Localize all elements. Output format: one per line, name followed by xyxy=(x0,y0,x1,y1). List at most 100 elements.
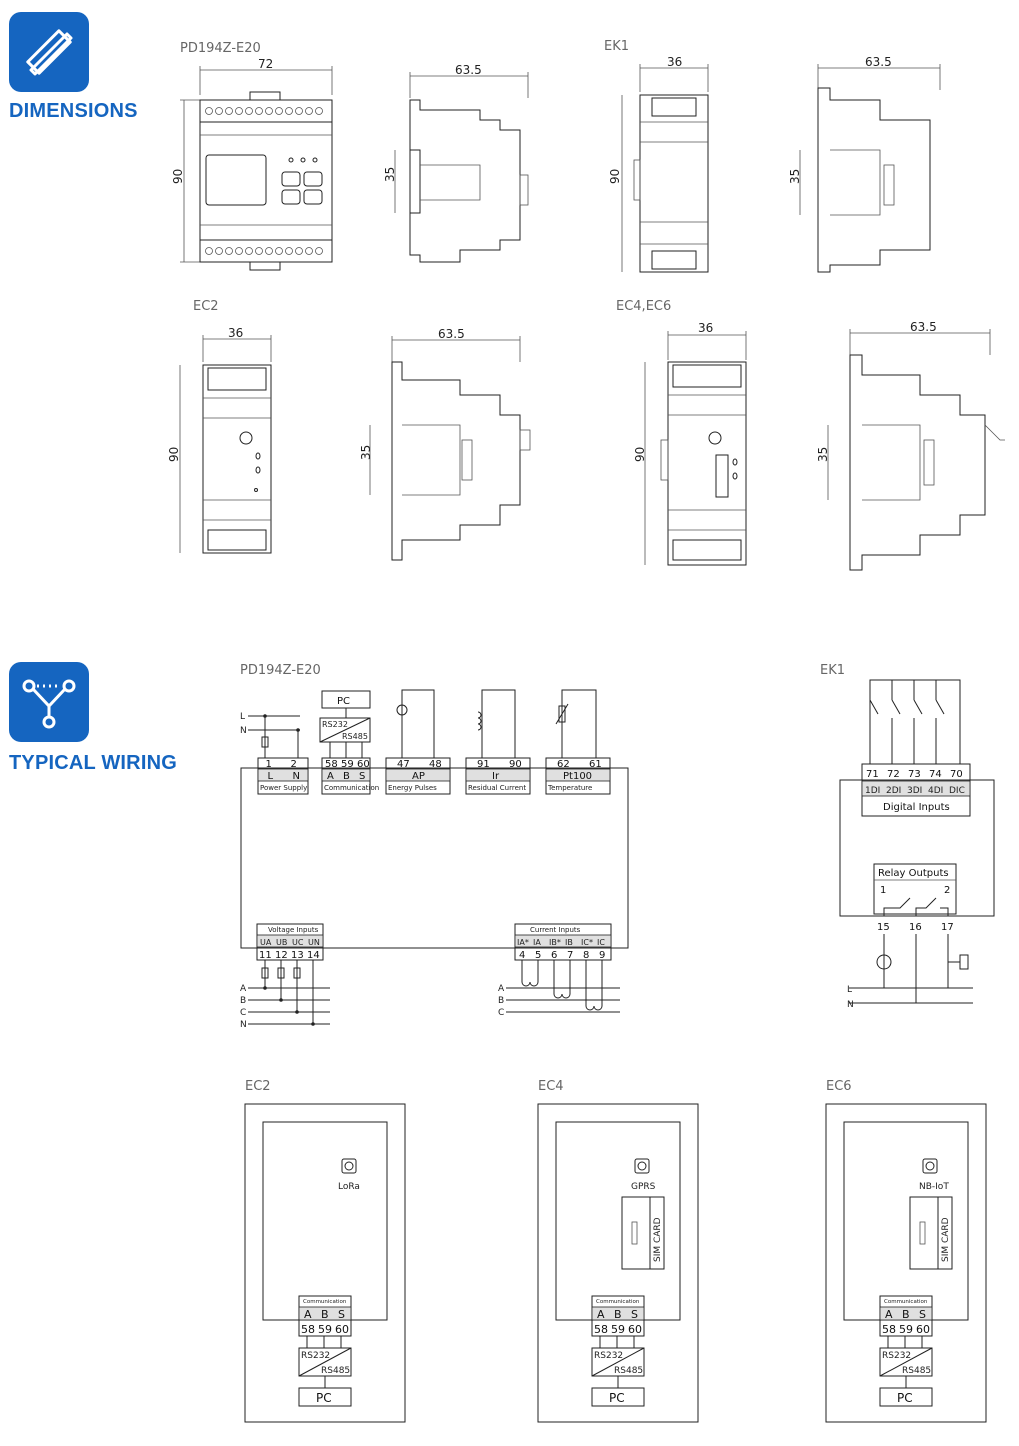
comm-code: S xyxy=(631,1308,638,1321)
screw-terminal xyxy=(215,247,223,255)
current-number: 7 xyxy=(567,950,573,961)
comm-pc: PC xyxy=(316,1391,332,1405)
current-code: IA xyxy=(533,938,541,947)
relay-outputs-name: Relay Outputs xyxy=(878,868,949,879)
phase-label: C xyxy=(240,1008,246,1018)
screw-terminal xyxy=(305,247,313,255)
screw-terminal xyxy=(245,107,253,115)
main-rs232-label: RS232 xyxy=(322,720,348,729)
voltage-code: UA xyxy=(260,938,272,947)
lamp-icon xyxy=(876,954,892,970)
screw-terminal xyxy=(235,107,243,115)
screw-terminal xyxy=(225,107,233,115)
main-rs485-label: RS485 xyxy=(342,732,368,741)
dim-pd194z-height: 90 xyxy=(171,169,185,184)
current-number: 6 xyxy=(551,950,557,961)
ek1-terminal-number: 71 xyxy=(866,769,879,780)
terminal-number: 1 xyxy=(266,759,272,770)
terminal-group-name: Residual Current xyxy=(468,784,526,792)
screw-terminal xyxy=(275,107,283,115)
comm-rs485: RS485 xyxy=(321,1366,350,1376)
voltage-code: UB xyxy=(276,938,287,947)
terminal-code: A xyxy=(327,771,334,782)
terminal-number: 61 xyxy=(589,759,602,770)
comm-rs485: RS485 xyxy=(614,1366,643,1376)
screw-terminal xyxy=(205,107,213,115)
dim-pd194z-depth: 63.5 xyxy=(455,63,482,77)
comm-pc: PC xyxy=(609,1391,625,1405)
antenna-label: GPRS xyxy=(631,1182,656,1192)
comm-code: S xyxy=(919,1308,926,1321)
comm-number: 60 xyxy=(335,1323,349,1336)
terminal-number: 59 xyxy=(341,759,354,770)
dimensions-badge xyxy=(9,12,89,92)
dim-ec2-width: 36 xyxy=(228,326,243,340)
comm-rs485: RS485 xyxy=(902,1366,931,1376)
screw-terminal xyxy=(225,247,233,255)
current-code: IB xyxy=(565,938,573,947)
dim-ek1-height: 90 xyxy=(608,169,622,184)
screw-terminal xyxy=(285,247,293,255)
antenna-label: NB-IoT xyxy=(919,1182,949,1192)
module-label: EC6 xyxy=(826,1079,852,1094)
terminal-code: L xyxy=(268,771,274,782)
main-line-N: N xyxy=(240,726,247,736)
ec46-front-view: 36 90 xyxy=(633,321,747,566)
sim-card-label: SIM CARD xyxy=(653,1217,663,1262)
dim-pd194z-width: 72 xyxy=(258,57,273,71)
terminal-group-name: Power Supply xyxy=(260,784,307,792)
screw-terminal xyxy=(265,247,273,255)
terminal-number: 60 xyxy=(357,759,370,770)
ec46-side-view: 63.5 35 xyxy=(816,320,1005,571)
screw-terminal xyxy=(235,247,243,255)
dim-ec2-rail: 35 xyxy=(359,445,373,460)
terminal-number: 48 xyxy=(429,759,442,770)
comm-number: 60 xyxy=(628,1323,642,1336)
wiring-main-label: PD194Z-E20 xyxy=(240,663,321,678)
ec2-side-view: 63.5 35 xyxy=(359,327,531,561)
screw-terminal xyxy=(295,107,303,115)
comm-number: 58 xyxy=(882,1323,896,1336)
current-code: IA* xyxy=(517,938,529,947)
ek1-front-view: 36 90 xyxy=(608,55,709,273)
screw-terminal xyxy=(255,247,263,255)
module-label: EC4 xyxy=(538,1079,564,1094)
current-number: 5 xyxy=(535,950,541,961)
terminal-number: 91 xyxy=(477,759,490,770)
terminal-number: 90 xyxy=(509,759,522,770)
dim-ek1-depth: 63.5 xyxy=(865,55,892,69)
comm-rs232: RS232 xyxy=(882,1351,911,1361)
comm-number: 60 xyxy=(916,1323,930,1336)
voltage-code: UC xyxy=(292,938,304,947)
screw-terminal xyxy=(275,247,283,255)
comm-number: 59 xyxy=(318,1323,332,1336)
screw-terminal xyxy=(305,107,313,115)
terminal-code: Ir xyxy=(492,771,500,782)
ek1-side-view: 63.5 35 xyxy=(788,55,941,273)
phase-label: N xyxy=(240,1020,247,1030)
comm-number: 58 xyxy=(301,1323,315,1336)
relay-id: 2 xyxy=(944,885,950,896)
dim-ec2-height: 90 xyxy=(167,447,181,462)
terminal-number: 62 xyxy=(557,759,570,770)
screw-terminal xyxy=(205,247,213,255)
dim-ec46-width: 36 xyxy=(698,321,713,335)
sim-card-slot xyxy=(909,1196,953,1270)
screw-terminal xyxy=(255,107,263,115)
comm-rs232: RS232 xyxy=(594,1351,623,1361)
screw-terminal xyxy=(295,247,303,255)
module-label: EC2 xyxy=(245,1079,271,1094)
current-number: 4 xyxy=(519,950,525,961)
comm-rs232: RS232 xyxy=(301,1351,330,1361)
relay-terminal-number: 15 xyxy=(877,922,890,933)
voltage-number: 13 xyxy=(291,950,304,961)
relay-id: 1 xyxy=(880,885,886,896)
ek1-terminal-code: 4DI xyxy=(928,786,943,796)
ek1-line-L: L xyxy=(847,985,852,995)
screw-terminal xyxy=(215,107,223,115)
phase-label: A xyxy=(498,984,505,994)
